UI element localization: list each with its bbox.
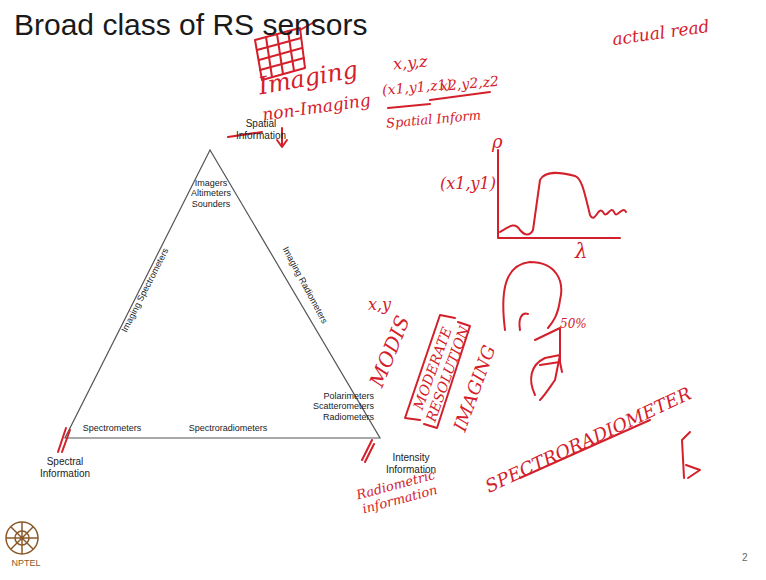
- handwritten-note: MODIS: [364, 310, 415, 393]
- axis-symbol: λ: [575, 240, 595, 263]
- sensor-group: Imagers Altimeters Sounders: [185, 178, 237, 209]
- handwritten-note: actual read: [611, 14, 733, 50]
- handwritten-note: x,y,z: [392, 49, 473, 74]
- handwritten-note: SPECTRORADIOMETER: [481, 383, 695, 498]
- logo-text: NPTEL: [6, 558, 46, 568]
- handwritten-note: x2,y2,z2: [439, 70, 530, 94]
- axis-symbol: ρ: [492, 132, 512, 153]
- sensor-label: Spectrometers: [72, 423, 152, 433]
- handwritten-note: 50%: [560, 318, 600, 332]
- slide-title: Broad class of RS sensors: [14, 8, 367, 42]
- side-label: Imaging Spectrometers: [106, 221, 183, 359]
- vertex-label: Spectral Information: [30, 456, 100, 479]
- sensor-group: Polarimeters Scatterometers Radiometers: [296, 391, 374, 422]
- handwritten-note: x,y: [368, 296, 418, 314]
- side-label: Imaging Radiometers: [265, 217, 345, 354]
- page-number: 2: [742, 552, 756, 564]
- handwritten-note: Spatial Inform: [386, 107, 497, 131]
- sensor-label: Spectroradiometers: [178, 423, 278, 433]
- handwritten-note: (x1,y1): [440, 175, 510, 193]
